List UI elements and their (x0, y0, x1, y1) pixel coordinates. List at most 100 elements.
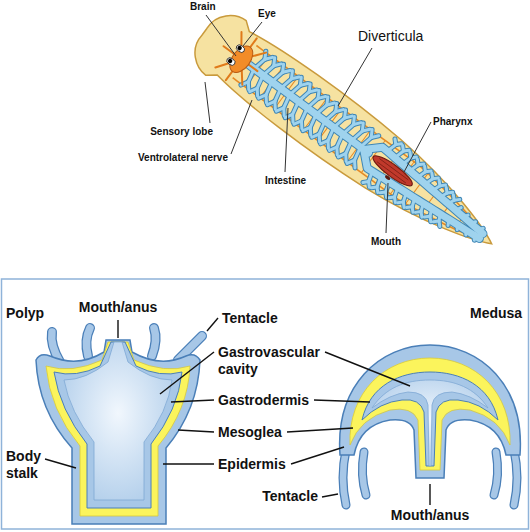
brain (208, 25, 273, 92)
diverticulum (363, 179, 369, 185)
eye-pupil (237, 45, 243, 51)
leader-line (314, 400, 370, 402)
diverticulum (424, 214, 430, 220)
part-label: Diverticula (358, 28, 423, 45)
leader-line (285, 108, 288, 172)
tentacle (152, 328, 156, 356)
part-label: Sensory lobe (150, 126, 213, 138)
diverticulum (407, 204, 413, 210)
polyp (36, 340, 200, 524)
diverticulum (267, 99, 274, 107)
leader-line (287, 428, 353, 432)
diverticulum (279, 64, 286, 72)
diverticulum (398, 199, 404, 205)
tentacle-outline (514, 450, 517, 505)
tentacle (86, 328, 90, 356)
diverticulum (359, 123, 366, 131)
diverticulum (312, 132, 319, 140)
eye-pupil (227, 58, 233, 64)
diverticulum (329, 145, 336, 153)
diverticulum (350, 117, 357, 125)
leader-line (45, 459, 76, 468)
diverticulum (324, 97, 331, 105)
nerve-cord (233, 64, 480, 252)
part-label: Mouth/anus (79, 299, 158, 316)
leader-line (206, 15, 236, 56)
part-label: Epidermis (218, 456, 286, 473)
pharynx (370, 152, 416, 190)
tentacle (343, 450, 346, 505)
panel-frame (2, 279, 529, 529)
medusa-epidermis (340, 345, 521, 478)
leader-lines (205, 15, 431, 233)
diverticulum (271, 58, 278, 66)
part-label: Body stalk (6, 448, 52, 482)
leader-line (291, 447, 344, 464)
diverticulum (315, 90, 322, 98)
mouth-opening (384, 175, 391, 181)
diverticulum (294, 119, 301, 127)
polyp-mesoglea (46, 342, 190, 516)
tentacle-outline (494, 452, 498, 495)
polyp-cavity (64, 342, 172, 500)
diverticulum (415, 209, 421, 215)
diverticulum (250, 86, 257, 94)
tentacle-outline (343, 450, 346, 505)
tentacle (494, 452, 498, 495)
eye (225, 56, 236, 66)
intestine-outline (364, 139, 489, 236)
leader-line (404, 122, 431, 172)
diverticulum (393, 139, 399, 145)
intestine-trunk (356, 149, 481, 246)
part-label: Gastrovascular cavity (218, 344, 328, 378)
leader-line (429, 484, 430, 505)
diverticulum (347, 158, 354, 166)
intestine-trunk (249, 65, 368, 153)
brain-nerves (208, 25, 273, 92)
diverticulum (444, 187, 450, 193)
leader-line (160, 352, 214, 394)
leader-lines (45, 318, 430, 505)
diverticulum (259, 92, 266, 100)
polyp-gastrodermis (54, 342, 182, 508)
intestine (233, 43, 497, 257)
tentacle-outline (362, 452, 366, 495)
diverticulum (422, 166, 428, 172)
diverticulum (341, 110, 348, 118)
diverticulum (371, 185, 377, 191)
diverticulum (380, 190, 386, 196)
pharynx-stripes (377, 159, 408, 184)
part-label: Mouth (371, 236, 401, 248)
part-label: Eye (258, 8, 276, 20)
intestine-outline (356, 149, 481, 246)
leader-line (386, 183, 388, 233)
tentacle-outline (152, 328, 156, 356)
diverticulum (276, 106, 283, 114)
part-label: Intestine (265, 175, 306, 187)
medusa (340, 345, 521, 478)
diverticulum (297, 77, 304, 85)
pharynx-body (370, 152, 416, 190)
diverticulum (389, 195, 395, 201)
leader-line (338, 48, 372, 106)
leader-line (163, 463, 214, 464)
tentacle (514, 450, 517, 505)
diverticulum (303, 125, 310, 133)
form-title: Medusa (470, 305, 522, 322)
leader-line (117, 320, 118, 338)
diverticulum (415, 159, 421, 165)
planarian-body (184, 4, 512, 271)
leader-line (178, 430, 214, 432)
nerve-cords (233, 46, 493, 253)
diverticulum (285, 112, 292, 120)
part-label: Tentacle (222, 310, 278, 327)
diverticulum (429, 173, 435, 179)
intestine-trunk (364, 139, 489, 236)
part-label: Ventrolateral nerve (138, 152, 228, 164)
diverticulum (368, 130, 375, 138)
tentacle-outline (86, 328, 90, 356)
diverticulum (400, 145, 406, 151)
polyp-epidermis (36, 340, 200, 524)
leader-line (325, 352, 410, 386)
